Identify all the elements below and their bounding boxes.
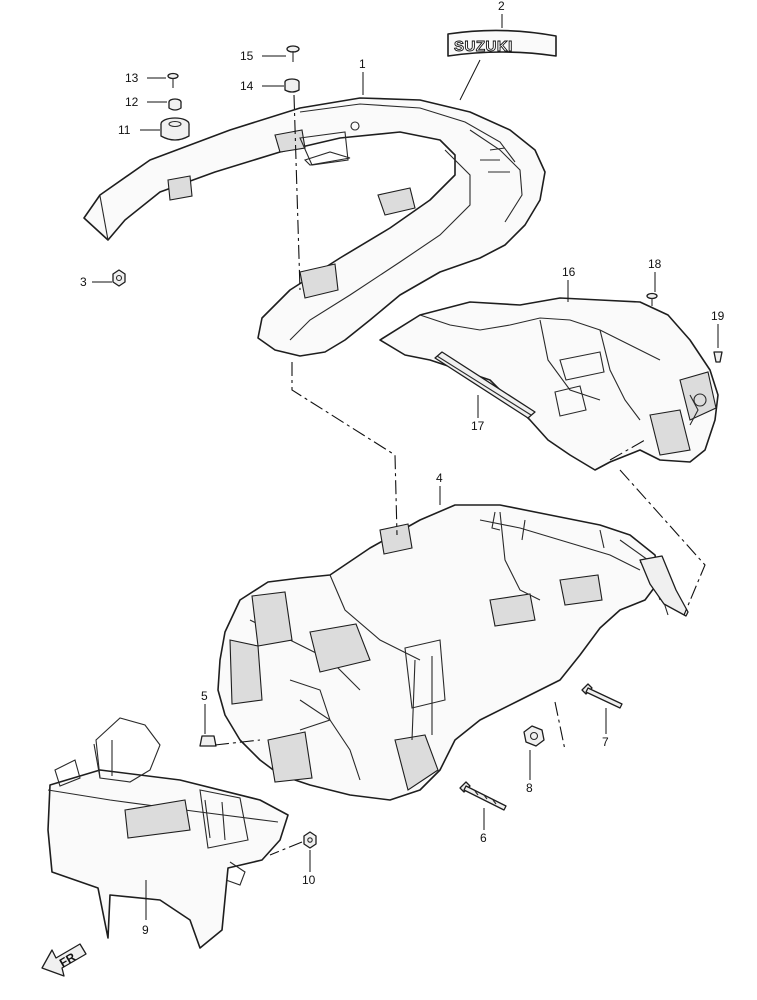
rear-fender-cover — [379, 297, 719, 471]
callout-5: 5 — [201, 689, 208, 703]
callout-12: 12 — [125, 95, 139, 109]
callout-11: 11 — [118, 123, 131, 137]
callout-8: 8 — [526, 781, 533, 795]
part-12-collar — [168, 98, 182, 111]
part-7-bolt — [581, 683, 623, 709]
callout-14: 14 — [240, 79, 254, 93]
callout-9: 9 — [142, 923, 149, 937]
part-18-screw — [646, 292, 658, 306]
callout-3: 3 — [80, 275, 87, 289]
callout-18: 18 — [648, 257, 662, 271]
assembly-lines — [214, 94, 706, 856]
part-15-screw — [286, 45, 300, 62]
suzuki-emblem: SUZUKI — [447, 29, 557, 57]
part-8-nut — [523, 725, 545, 747]
callouts: 2 1 13 12 11 15 14 3 16 18 19 17 4 5 7 8… — [80, 0, 725, 937]
part-13-screw — [167, 72, 179, 88]
part-11-cushion — [160, 117, 190, 141]
seal-strip — [434, 351, 536, 419]
seat-tail-cover — [83, 97, 546, 357]
under-tray — [47, 717, 289, 949]
callout-10: 10 — [302, 873, 316, 887]
callout-19: 19 — [711, 309, 725, 323]
callout-17: 17 — [471, 419, 485, 433]
rear-fender-inner — [217, 504, 669, 801]
part-19-clip — [713, 351, 723, 363]
leader-lines — [92, 14, 719, 920]
callout-2: 2 — [498, 0, 505, 13]
fender-strap — [639, 555, 689, 617]
callout-15: 15 — [240, 49, 254, 63]
part-14-cushion — [284, 78, 300, 93]
part-6-bolt — [459, 781, 507, 811]
emblem-text: SUZUKI — [454, 38, 513, 55]
part-5-clip — [199, 735, 217, 747]
callout-13: 13 — [125, 71, 139, 85]
callout-6: 6 — [480, 831, 487, 845]
part-10-nut — [303, 831, 317, 849]
part-3-nut — [112, 269, 126, 287]
callout-16: 16 — [562, 265, 576, 279]
front-arrow-icon: FR — [41, 943, 87, 977]
callout-7: 7 — [602, 735, 609, 749]
callout-1: 1 — [359, 57, 366, 71]
callout-4: 4 — [436, 471, 443, 485]
